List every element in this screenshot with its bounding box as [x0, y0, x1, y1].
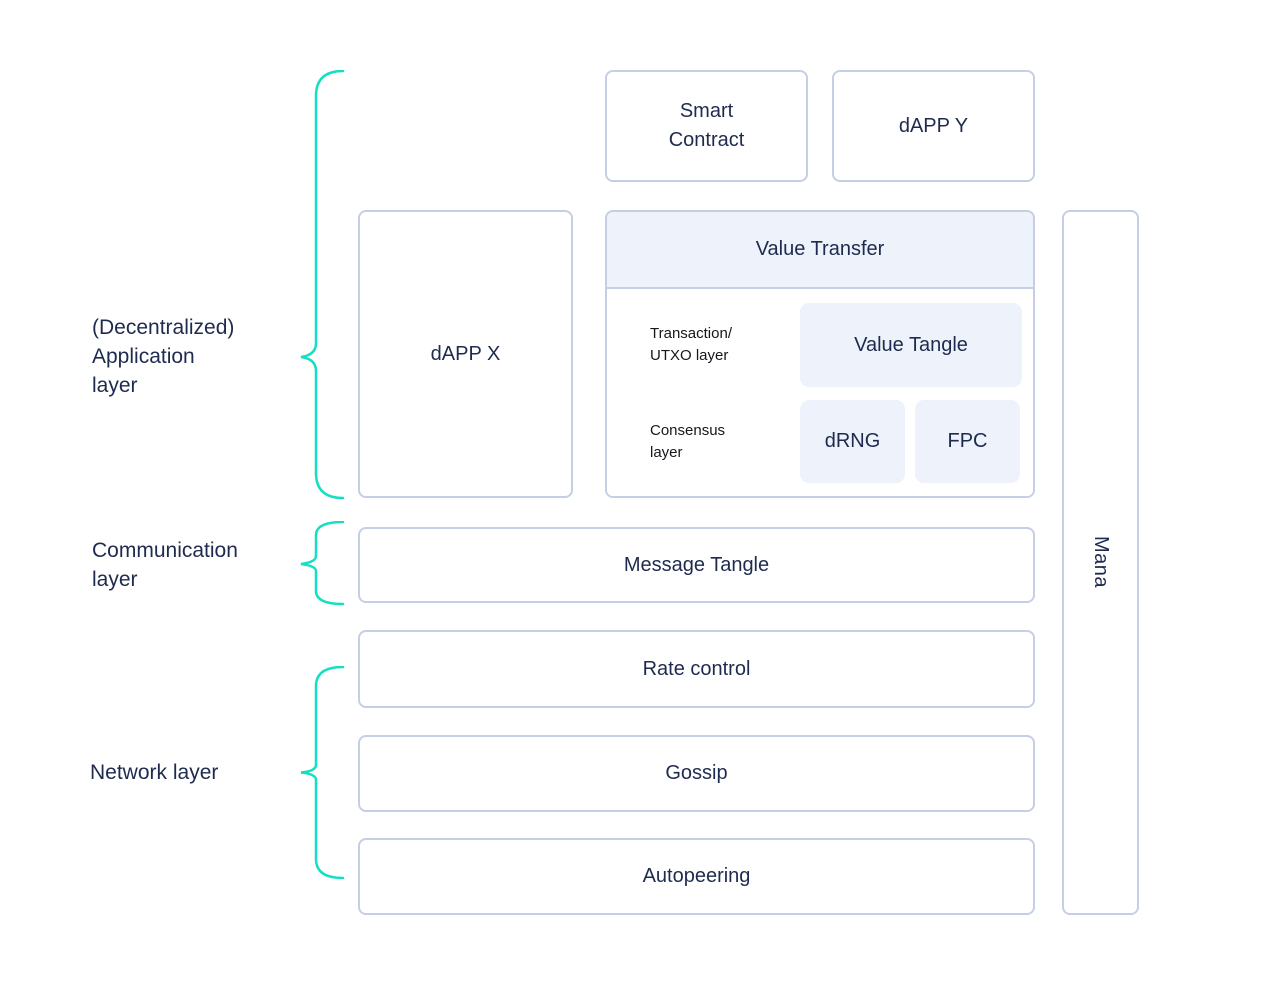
message-tangle-box: Message Tangle [358, 527, 1035, 603]
dapp-y-box: dAPP Y [832, 70, 1035, 182]
fpc-label: FPC [947, 430, 988, 452]
drng-label: dRNG [824, 430, 881, 452]
application-layer-brace [300, 70, 345, 500]
gossip-label: Gossip [665, 762, 728, 784]
communication-layer-label-line: layer [92, 568, 138, 591]
consensus-label-line: layer [650, 444, 683, 461]
consensus-label-line: Consensus [650, 422, 726, 439]
value-tangle-label: Value Tangle [854, 333, 968, 356]
application-layer-label-line: (Decentralized) [92, 316, 235, 339]
gossip-box: Gossip [358, 735, 1035, 812]
network-layer-label: Network layer [90, 758, 218, 787]
message-tangle-label: Message Tangle [623, 553, 770, 576]
value-transfer-title: Value Transfer [755, 238, 885, 260]
transaction-utxo-label-line: Transaction/ [650, 325, 732, 342]
dapp-x-box: dAPP X [358, 210, 573, 498]
drng-box: dRNG [800, 400, 905, 483]
smart-contract-box: Smart Contract [605, 70, 808, 182]
mana-label: Mana [1090, 536, 1112, 589]
smart-contract-label-line: Smart [679, 100, 734, 122]
fpc-box: FPC [915, 400, 1020, 483]
transaction-utxo-label: Transaction/ UTXO layer [650, 323, 732, 367]
communication-layer-brace [300, 521, 345, 606]
value-transfer-body: Transaction/ UTXO layer Value Tangle Con… [607, 289, 1033, 496]
dapp-x-label: dAPP X [430, 342, 501, 365]
communication-layer-label: Communication layer [92, 536, 238, 594]
application-layer-label-line: Application [92, 345, 195, 368]
mana-box: Mana [1062, 210, 1139, 915]
application-layer-label: (Decentralized) Application layer [92, 313, 234, 400]
rate-control-box: Rate control [358, 630, 1035, 708]
transaction-utxo-label-line: UTXO layer [650, 347, 729, 364]
consensus-label: Consensus layer [650, 420, 725, 464]
application-layer-label-line: layer [92, 374, 138, 397]
value-tangle-box: Value Tangle [800, 303, 1022, 387]
autopeering-label: Autopeering [642, 865, 751, 887]
smart-contract-label-line: Contract [668, 129, 745, 151]
autopeering-box: Autopeering [358, 838, 1035, 915]
dapp-y-label: dAPP Y [898, 114, 969, 137]
value-transfer-box: Value Transfer Transaction/ UTXO layer V… [605, 210, 1035, 498]
network-layer-label-line: Network layer [90, 761, 219, 784]
rate-control-label: Rate control [642, 657, 751, 680]
network-layer-brace [300, 666, 345, 880]
value-transfer-header: Value Transfer [607, 212, 1033, 289]
communication-layer-label-line: Communication [92, 539, 238, 562]
